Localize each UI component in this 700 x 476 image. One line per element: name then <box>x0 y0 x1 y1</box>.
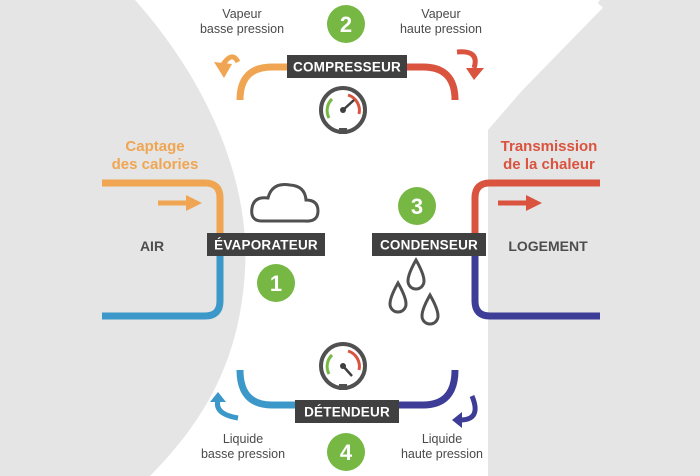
state-top-right-line2: haute pression <box>400 22 482 36</box>
step-4-badge: 4 <box>327 433 365 471</box>
right-heading-line1: Transmission <box>501 138 598 155</box>
step-2-badge: 2 <box>327 5 365 43</box>
left-heading-line1: Captage <box>125 138 184 155</box>
evaporator-label: ÉVAPORATEUR <box>214 238 318 253</box>
house-zone <box>488 0 700 476</box>
pressure-gauge-low-icon <box>319 342 367 390</box>
housing-label: LOGEMENT <box>508 238 588 254</box>
expansion-valve-box: DÉTENDEUR <box>295 400 399 423</box>
step-1-badge: 1 <box>257 264 295 302</box>
curved-arrow-bottom-right-icon <box>452 395 478 428</box>
state-bottom-left-line1: Liquide <box>223 432 263 446</box>
curved-arrow-bottom-left-icon <box>210 392 239 421</box>
compressor-box: COMPRESSEUR <box>287 55 407 78</box>
state-top-left-line1: Vapeur <box>222 7 261 21</box>
compressor-label: COMPRESSEUR <box>293 60 401 75</box>
condenser-box: CONDENSEUR <box>372 233 486 256</box>
state-top-right-line1: Vapeur <box>421 7 460 21</box>
heating-return-pipe <box>471 250 600 320</box>
step-1-number: 1 <box>270 271 282 296</box>
state-top-left-line2: basse pression <box>200 22 284 36</box>
air-inlet-pipe <box>102 179 224 250</box>
house-roof-edge <box>475 2 603 133</box>
curved-arrow-top-right-icon <box>456 49 484 80</box>
condenser-label: CONDENSEUR <box>380 238 478 253</box>
step-3-number: 3 <box>411 194 423 219</box>
step-4-number: 4 <box>340 440 353 465</box>
curved-arrow-top-left-icon <box>214 54 241 78</box>
heat-delivery-arrow-icon <box>498 195 542 211</box>
right-heading-line2: de la chaleur <box>503 156 595 173</box>
step-2-number: 2 <box>340 12 352 37</box>
air-outlet-pipe <box>102 250 224 320</box>
water-drops-icon <box>388 256 440 326</box>
state-bottom-right-line1: Liquide <box>422 432 462 446</box>
state-bottom-left-line2: basse pression <box>201 447 285 461</box>
air-intake-arrow-icon <box>158 195 202 211</box>
heating-outlet-pipe <box>471 179 600 250</box>
air-label: AIR <box>140 238 164 254</box>
step-3-badge: 3 <box>398 187 436 225</box>
air-zone <box>0 0 246 476</box>
pressure-gauge-icon <box>319 86 367 134</box>
state-bottom-right-line2: haute pression <box>401 447 483 461</box>
evaporator-box: ÉVAPORATEUR <box>207 233 325 256</box>
expansion-valve-label: DÉTENDEUR <box>304 405 390 420</box>
left-heading-line2: des calories <box>112 156 199 173</box>
cloud-icon <box>250 183 320 223</box>
